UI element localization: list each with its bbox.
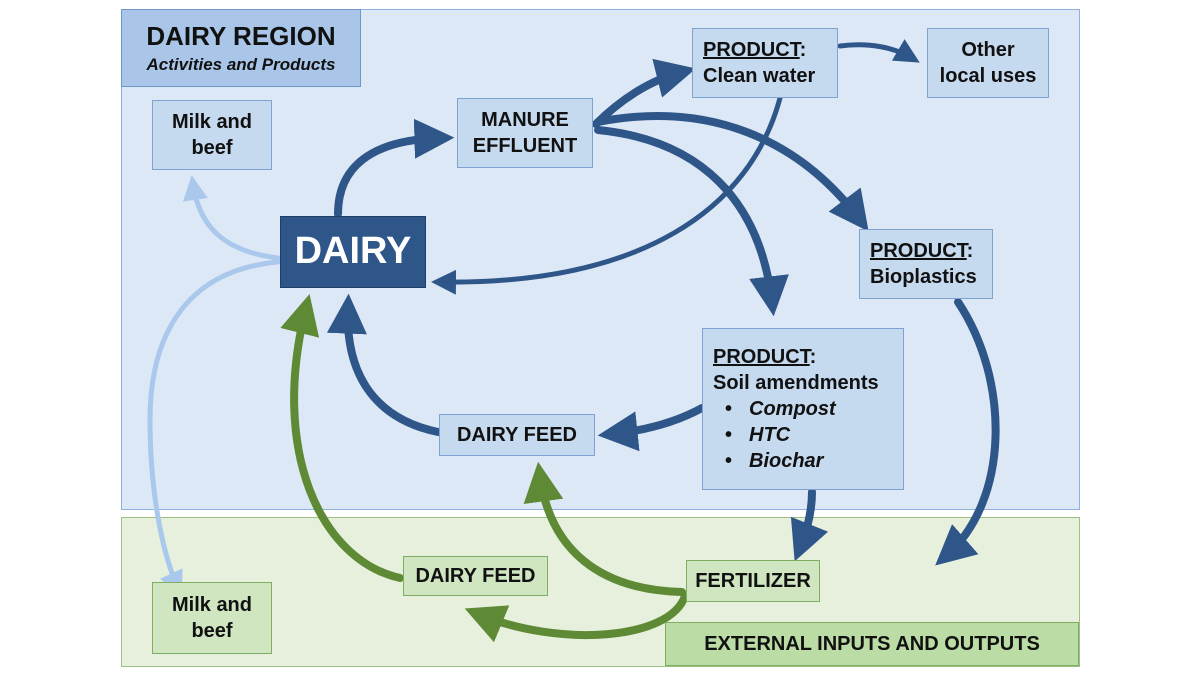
bioplastics-text: Bioplastics: [870, 266, 977, 288]
milk-beef-external-line-2: beef: [191, 620, 233, 642]
arrow-fertilizer-to-external-feed: [464, 592, 689, 643]
dairy-feed-external-node: DAIRY FEED: [403, 556, 548, 596]
milk-beef-region-line-2: beef: [191, 137, 233, 159]
arrow-dairy-to-milk-external: [147, 259, 281, 597]
milk-beef-region-line-1: Milk and: [171, 111, 252, 133]
soil-amendments-node: PRODUCT: Soil amendments Compost HTC Bio…: [702, 328, 904, 490]
external-region-title-box: EXTERNAL INPUTS AND OUTPUTS: [665, 622, 1079, 666]
manure-line-2: EFFLUENT: [472, 135, 578, 157]
soil-item: HTC: [713, 422, 836, 448]
other-uses-line-2: local uses: [939, 65, 1037, 87]
dairy-region-title-box: DAIRY REGION Activities and Products: [121, 9, 361, 87]
clean-water-text: Clean water: [703, 65, 816, 87]
clean-water-colon: :: [799, 39, 807, 61]
dairy-feed-region-node: DAIRY FEED: [439, 414, 595, 456]
soil-item: Compost: [713, 396, 836, 422]
soil-text: Soil amendments: [713, 372, 879, 394]
clean-water-product-label: PRODUCT: [703, 39, 800, 61]
dairy-region-title: DAIRY REGION: [146, 21, 336, 52]
arrow-clean-water-to-dairy: [431, 95, 783, 295]
other-uses-line-1: Other: [961, 39, 1015, 61]
clean-water-node: PRODUCT: Clean water: [692, 28, 838, 98]
external-region-title: EXTERNAL INPUTS AND OUTPUTS: [704, 633, 1040, 655]
arrow-external-feed-to-dairy: [280, 294, 404, 582]
arrow-dairy-feed-to-dairy: [326, 293, 442, 436]
milk-beef-external-node: Milk and beef: [152, 582, 272, 654]
dairy-region-subtitle: Activities and Products: [146, 54, 336, 74]
arrow-manure-to-soil: [594, 126, 789, 317]
soil-product-label: PRODUCT: [713, 346, 810, 368]
dairy-node: DAIRY: [280, 216, 426, 288]
other-local-uses-node: Other local uses: [927, 28, 1049, 98]
manure-line-1: MANURE: [481, 109, 569, 131]
fertilizer-node: FERTILIZER: [686, 560, 820, 602]
soil-items-list: Compost HTC Biochar: [713, 396, 836, 474]
arrow-bioplastics-to-external: [935, 298, 1000, 566]
bioplastics-node: PRODUCT: Bioplastics: [859, 229, 993, 299]
soil-colon: :: [809, 346, 817, 368]
manure-effluent-node: MANURE EFFLUENT: [457, 98, 593, 168]
bioplastics-product-label: PRODUCT: [870, 240, 967, 262]
milk-beef-external-line-1: Milk and: [171, 594, 252, 616]
arrow-dairy-to-manure: [334, 118, 455, 218]
arrow-manure-to-bioplastics: [594, 112, 869, 232]
arrow-soil-to-dairy-feed: [597, 404, 706, 452]
dairy-label: DAIRY: [294, 230, 412, 273]
arrow-manure-to-clean-water: [592, 58, 696, 128]
soil-item: Biochar: [713, 448, 836, 474]
dairy-feed-external-label: DAIRY FEED: [415, 565, 536, 587]
arrow-clean-water-to-other-uses: [837, 39, 920, 63]
bioplastics-colon: :: [966, 240, 974, 262]
dairy-feed-region-label: DAIRY FEED: [456, 424, 578, 446]
milk-beef-region-node: Milk and beef: [152, 100, 272, 170]
arrow-soil-to-fertilizer: [790, 488, 829, 562]
fertilizer-label: FERTILIZER: [695, 570, 811, 592]
arrow-fertilizer-to-dairy-feed: [523, 461, 686, 596]
arrow-dairy-to-milk-region: [182, 175, 281, 261]
